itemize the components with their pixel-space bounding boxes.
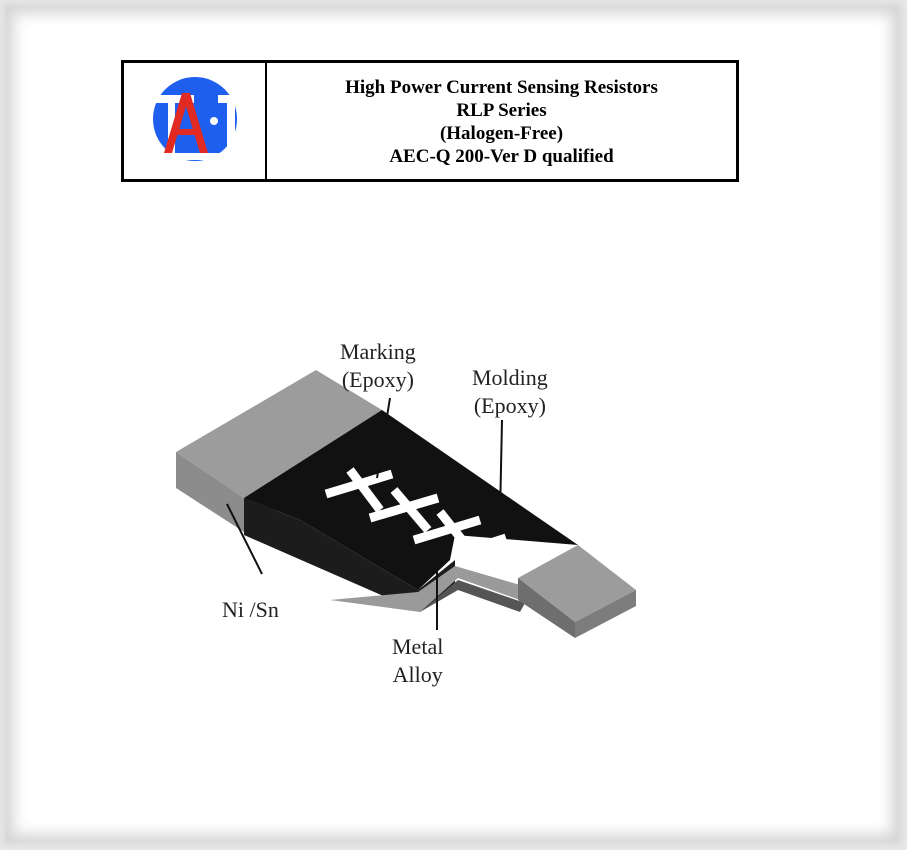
metal-alloy-strip [330, 566, 520, 612]
callout-molding-line-1: Molding [472, 365, 548, 390]
callout-metal: Metal Alloy [392, 633, 443, 689]
callout-metal-line-1: Metal [392, 634, 444, 659]
callout-terminal-line-1: Ni /Sn [222, 597, 279, 622]
right-terminal-front [518, 578, 575, 638]
callout-terminal: Ni /Sn [222, 596, 279, 624]
callout-metal-line-2: Alloy [392, 662, 443, 687]
title-cell: High Power Current Sensing Resistors RLP… [267, 63, 736, 179]
molding-body-top [244, 410, 578, 590]
callout-molding-line-2: (Epoxy) [473, 393, 546, 418]
terminal-leader [226, 503, 263, 575]
metal-alloy-edge [420, 580, 525, 612]
marking-xxx [324, 467, 508, 557]
title-line-4: AEC-Q 200-Ver D qualified [389, 146, 614, 167]
left-terminal-front [176, 452, 244, 532]
molding-leader [499, 419, 503, 516]
header-table: High Power Current Sensing Resistors RLP… [121, 60, 739, 182]
logo-cell [124, 63, 267, 179]
title-line-1: High Power Current Sensing Resistors [345, 77, 658, 98]
left-terminal-top [176, 370, 382, 498]
molding-body-front [244, 498, 455, 612]
callout-molding: Molding (Epoxy) [472, 364, 548, 420]
right-terminal-top [518, 545, 636, 622]
marking-leader [376, 397, 391, 479]
tai-logo-icon [147, 77, 244, 161]
callout-marking-line-1: Marking [340, 339, 416, 364]
title-line-3: (Halogen-Free) [439, 123, 564, 144]
right-terminal-side [575, 590, 636, 638]
callout-marking: Marking (Epoxy) [340, 338, 416, 394]
callout-marking-line-2: (Epoxy) [341, 367, 414, 392]
title-line-2: RLP Series [456, 100, 547, 121]
